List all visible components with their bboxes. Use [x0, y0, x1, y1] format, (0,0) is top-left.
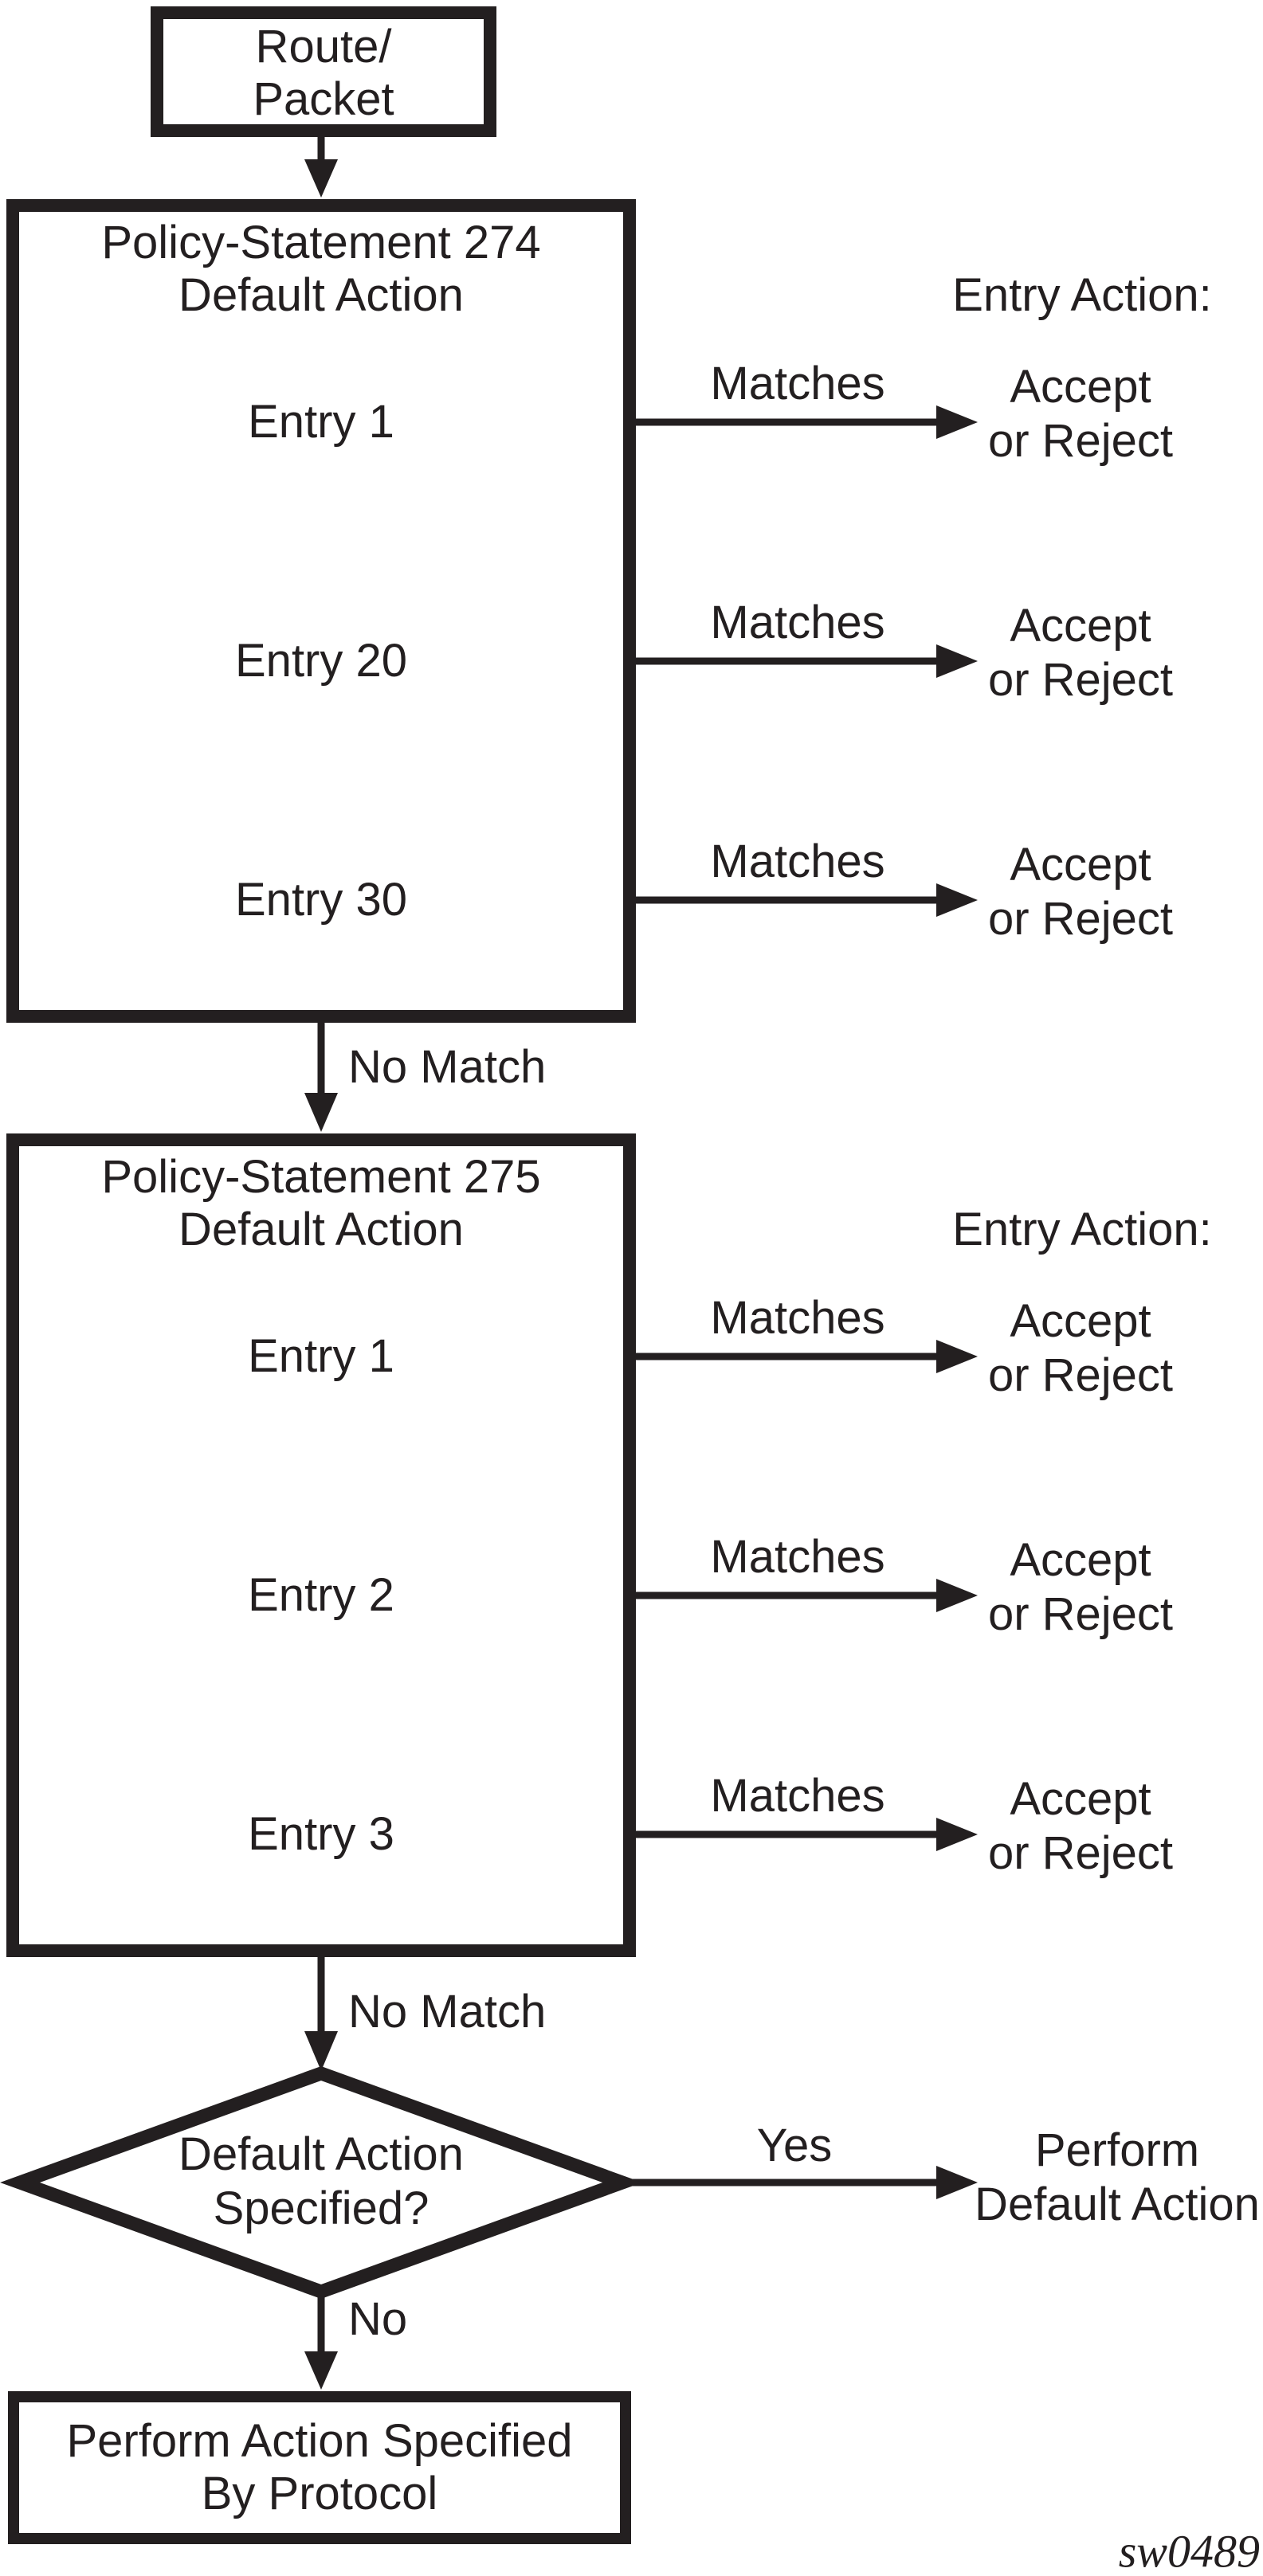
block2-no-match-label: No Match — [348, 1986, 547, 2038]
block1-entry1-action: Accept or Reject — [988, 360, 1173, 468]
route-packet-label: Route/ Packet — [253, 21, 394, 126]
entry-action-heading-1: Entry Action: — [952, 269, 1212, 321]
policy-275-title: Policy-Statement 275 Default Action — [101, 1151, 540, 1256]
block1-entry30-action: Accept or Reject — [988, 838, 1173, 946]
policy-274-title-line2: Default Action — [178, 269, 464, 321]
decision-line2: Specified? — [213, 2183, 429, 2234]
policy-275-title-line2: Default Action — [178, 1204, 464, 1255]
perform-protocol-line1: Perform Action Specified — [66, 2415, 573, 2467]
decision-yes-arrowhead — [936, 2166, 978, 2199]
block2-entry3-action-line1: Accept — [1010, 1773, 1151, 1825]
start-to-block1-arrowhead — [304, 159, 338, 198]
policy-274-title: Policy-Statement 274 Default Action — [101, 217, 540, 322]
route-packet-line2: Packet — [253, 73, 394, 125]
perform-protocol-line2: By Protocol — [201, 2468, 438, 2519]
block2-entry2-match-label: Matches — [710, 1531, 885, 1583]
policy-box-274 — [6, 199, 636, 1023]
block1-entry1-label: Entry 1 — [248, 396, 394, 448]
block2-no-match-arrowhead — [304, 2031, 338, 2071]
block1-entry30-match-arrowhead — [936, 883, 978, 917]
block2-entry3-action: Accept or Reject — [988, 1772, 1173, 1881]
policy-275-title-line1: Policy-Statement 275 — [101, 1151, 541, 1203]
block2-entry2-action-line2: or Reject — [987, 1588, 1174, 1640]
block2-entry2-action-line1: Accept — [1010, 1534, 1151, 1586]
block1-no-match-label: No Match — [348, 1041, 547, 1093]
decision-yes-result-line1: Perform — [1034, 2124, 1200, 2176]
block1-entry20-match-arrowhead — [936, 644, 978, 678]
block1-entry20-action: Accept or Reject — [988, 599, 1173, 707]
block1-entry30-action-line2: or Reject — [987, 893, 1174, 945]
block2-entry1-match-label: Matches — [710, 1292, 885, 1344]
route-packet-box — [151, 6, 496, 137]
block1-entry1-match-label: Matches — [710, 358, 885, 409]
policy-274-title-line1: Policy-Statement 274 — [101, 217, 541, 268]
perform-protocol-box — [8, 2391, 631, 2544]
block1-entry1-action-line2: or Reject — [987, 415, 1174, 467]
block2-entry1-action-line2: or Reject — [987, 1349, 1174, 1401]
block2-entry1-action-line1: Accept — [1010, 1295, 1151, 1347]
block2-entry2-match-arrowhead — [936, 1579, 978, 1612]
block1-entry30-label: Entry 30 — [235, 874, 407, 926]
block1-entry20-match-label: Matches — [710, 597, 885, 648]
decision-label: Default Action Specified? — [178, 2128, 464, 2236]
block1-entry30-action-line1: Accept — [1010, 839, 1151, 891]
block2-entry3-label: Entry 3 — [248, 1808, 394, 1860]
block2-entry1-action: Accept or Reject — [988, 1294, 1173, 1403]
decision-yes-result-line2: Default Action — [975, 2179, 1260, 2230]
perform-protocol-label: Perform Action Specified By Protocol — [66, 2415, 572, 2520]
block1-entry1-action-line1: Accept — [1010, 361, 1151, 413]
decision-no-label: No — [348, 2293, 408, 2345]
block1-entry20-action-line1: Accept — [1010, 600, 1151, 652]
route-packet-line1: Route/ — [255, 21, 392, 72]
block2-entry2-label: Entry 2 — [248, 1569, 394, 1621]
block1-entry30-match-label: Matches — [710, 836, 885, 887]
block1-entry20-action-line2: or Reject — [987, 654, 1174, 706]
decision-line1: Default Action — [178, 2128, 464, 2180]
decision-diamond — [0, 2065, 642, 2300]
block2-entry3-match-arrowhead — [936, 1818, 978, 1851]
block2-entry1-label: Entry 1 — [248, 1330, 394, 1382]
decision-no-arrowhead — [304, 2351, 338, 2390]
figure-id-watermark: sw0489 — [1118, 2525, 1260, 2576]
policy-box-275 — [6, 1133, 636, 1957]
block2-entry1-match-arrowhead — [936, 1340, 978, 1373]
block1-no-match-arrowhead — [304, 1093, 338, 1132]
decision-yes-result: Perform Default Action — [975, 2124, 1260, 2232]
block2-entry3-match-label: Matches — [710, 1770, 885, 1822]
block2-entry3-action-line2: or Reject — [987, 1827, 1174, 1879]
block1-entry20-label: Entry 20 — [235, 635, 407, 687]
block1-entry1-match-arrowhead — [936, 405, 978, 439]
decision-yes-label: Yes — [756, 2120, 833, 2171]
entry-action-heading-2: Entry Action: — [952, 1204, 1212, 1255]
block2-entry2-action: Accept or Reject — [988, 1533, 1173, 1642]
